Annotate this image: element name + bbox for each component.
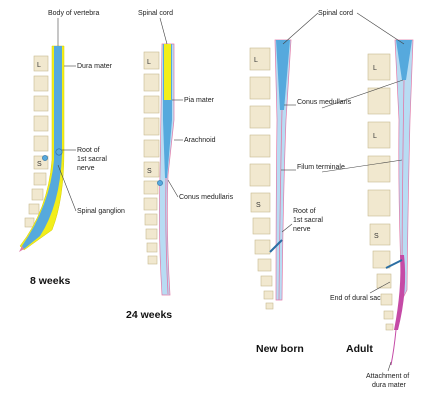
vertebra [34, 116, 48, 131]
stage-8-weeks: L S Body of vertebra Dura mater Root of … [19, 10, 125, 287]
vertebra [368, 88, 390, 114]
callout-dura-mater: Dura mater [77, 63, 113, 70]
vertebra [29, 204, 39, 214]
callout-conus-medullaris: Conus medullaris [179, 194, 234, 201]
callout-spinal-ganglion: Spinal ganglion [77, 208, 125, 215]
dura-mater-shape [164, 44, 171, 100]
nerve-root-dot [157, 180, 162, 185]
callout-arachnoid: Arachnoid [184, 137, 216, 144]
vertebra [373, 251, 390, 268]
callout-root-line3: nerve [77, 165, 95, 172]
vertebra [25, 218, 34, 227]
vertebra [145, 214, 157, 225]
vertebra-label: L [147, 59, 151, 66]
vertebra [147, 243, 157, 252]
vertebra [34, 173, 46, 185]
vertebra-label: S [374, 233, 379, 240]
vertebra [255, 240, 270, 254]
vertebra [368, 54, 390, 80]
vertebra [250, 48, 270, 70]
vertebra [370, 224, 390, 245]
callout-attachment-line2: dura mater [372, 382, 407, 389]
stage-label: Adult [346, 343, 373, 355]
callout-root-line2: 1st sacral [293, 217, 323, 224]
vertebra-label: S [37, 161, 42, 168]
vertebra [146, 229, 157, 239]
vertebra [384, 311, 393, 319]
stage-24-weeks: L S Spinal cord Pia mater Arachnoid Conu… [126, 10, 234, 321]
callout-end-of-dural-sac: End of dural sac [330, 295, 381, 302]
vertebra [34, 136, 48, 151]
vertebra [34, 96, 48, 111]
vertebra [368, 190, 390, 216]
vertebra [144, 74, 159, 91]
vertebra [253, 218, 270, 234]
vertebra [34, 76, 48, 91]
leader-line [283, 13, 318, 44]
leader-line [160, 18, 167, 44]
vertebra [381, 294, 392, 305]
leader-line [322, 80, 403, 108]
callout-spinal-cord-top: Spinal cord [318, 10, 353, 17]
callout-root-line2: 1st sacral [77, 156, 107, 163]
callout-root-line1: Root of [293, 208, 316, 215]
callout-root-line1: Root of [77, 147, 100, 154]
filum-end-line [391, 330, 396, 365]
vertebra-label: L [373, 65, 377, 72]
vertebra [250, 77, 270, 99]
vertebra [377, 274, 391, 288]
callout-filum-terminale: Filum terminale [297, 164, 345, 171]
leader-line [168, 180, 178, 197]
stage-adult: L L S End of dural sac Attachment of dur… [330, 40, 413, 389]
vertebra [264, 291, 273, 299]
vertebra [386, 324, 393, 330]
leader-line [357, 13, 404, 44]
callout-spinal-cord: Spinal cord [138, 10, 173, 17]
vertebra [144, 118, 159, 135]
stage-label: 24 weeks [126, 309, 172, 321]
vertebra [250, 135, 270, 157]
vertebra [32, 189, 43, 200]
vertebra [258, 259, 271, 271]
callout-body-of-vertebra: Body of vertebra [48, 10, 99, 17]
vertebra [250, 106, 270, 128]
callout-pia-mater: Pia mater [184, 97, 215, 104]
vertebra [368, 122, 390, 148]
stage-label: 8 weeks [30, 275, 70, 287]
stage-new-born: L S Conus medullaris Filum terminale Roo… [250, 40, 352, 355]
vertebrae-new-born [250, 48, 273, 309]
vertebra-label: S [256, 202, 261, 209]
vertebrae-24-weeks [144, 52, 159, 264]
stage-label: New born [256, 343, 304, 355]
callout-conus-medullaris: Conus medullaris [297, 99, 352, 106]
vertebra [144, 198, 157, 210]
vertebrae-adult [368, 54, 393, 330]
vertebra-label: L [37, 62, 41, 69]
vertebra [250, 164, 270, 186]
vertebra [266, 303, 273, 309]
vertebra-label: L [373, 133, 377, 140]
spinal-ganglion-dot [56, 149, 62, 155]
leader-line [388, 362, 391, 371]
leader-line [282, 224, 292, 232]
vertebra [148, 256, 157, 264]
dural-sac-shape [394, 255, 405, 330]
vertebra [368, 156, 390, 182]
vertebra-label: L [254, 57, 258, 64]
vertebra [144, 140, 159, 157]
vertebra [261, 276, 272, 286]
vertebra [144, 181, 158, 194]
vertebra [144, 96, 159, 113]
callout-attachment-line1: Attachment of [366, 373, 409, 380]
callout-root-line3: nerve [293, 226, 311, 233]
nerve-root-dot [42, 155, 47, 160]
vertebra-label: S [147, 168, 152, 175]
